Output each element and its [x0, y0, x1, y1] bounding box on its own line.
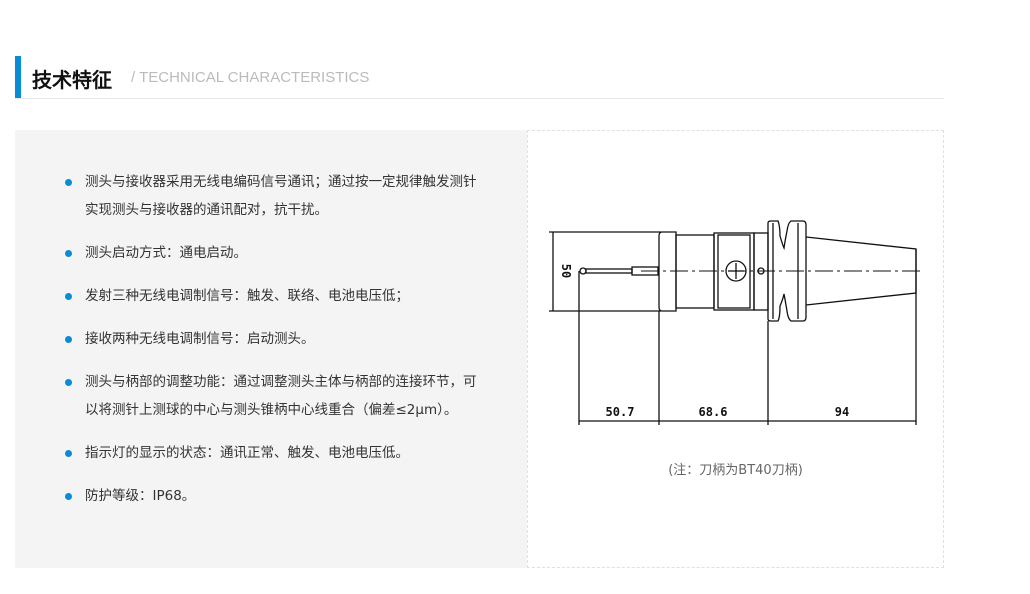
feature-text: 发射三种无线电调制信号：触发、联络、电池电压低；: [85, 288, 409, 304]
dim-label-3: 94: [835, 405, 849, 419]
accent-bar: [15, 56, 21, 98]
drawing-caption: (注：刀柄为BT40刀柄): [668, 463, 803, 478]
list-item: 测头启动方式：通电启动。: [65, 239, 480, 267]
list-item: 发射三种无线电调制信号：触发、联络、电池电压低；: [65, 282, 480, 310]
list-item: 测头与柄部的调整功能：通过调整测头主体与柄部的连接环节，可以将测针上测球的中心与…: [65, 368, 480, 424]
list-item: 接收两种无线电调制信号：启动测头。: [65, 325, 480, 353]
feature-list: 测头与接收器采用无线电编码信号通讯；通过按一定规律触发测针实现测头与接收器的通讯…: [65, 168, 480, 525]
diameter-label: 50: [559, 264, 573, 278]
bullet-icon: [65, 293, 72, 300]
probe-cap: [658, 231, 677, 312]
feature-text: 测头与接收器采用无线电编码信号通讯；通过按一定规律触发测针实现测头与接收器的通讯…: [85, 174, 477, 218]
bullet-icon: [65, 336, 72, 343]
list-item: 防护等级：IP68。: [65, 482, 480, 510]
bullet-icon: [65, 493, 72, 500]
stylus-shaft: [585, 268, 633, 274]
list-item: 指示灯的显示的状态：通讯正常、触发、电池电压低。: [65, 439, 480, 467]
feature-text: 接收两种无线电调制信号：启动测头。: [85, 331, 315, 347]
drawing-panel: 50.7 68.6 94 50 (注：刀柄为BT40刀柄): [527, 130, 944, 568]
stylus-ball: [579, 267, 587, 275]
feature-text: 测头与柄部的调整功能：通过调整测头主体与柄部的连接环节，可以将测针上测球的中心与…: [85, 374, 477, 418]
bullet-icon: [65, 179, 72, 186]
probe-drawing: 50.7 68.6 94 50: [549, 220, 923, 425]
list-item: 测头与接收器采用无线电编码信号通讯；通过按一定规律触发测针实现测头与接收器的通讯…: [65, 168, 480, 224]
dim-label-1: 50.7: [606, 405, 635, 419]
section-subtitle: / TECHNICAL CHARACTERISTICS: [131, 69, 370, 86]
bullet-icon: [65, 379, 72, 386]
features-panel: 测头与接收器采用无线电编码信号通讯；通过按一定规律触发测针实现测头与接收器的通讯…: [15, 130, 527, 568]
section-title: 技术特征: [32, 68, 112, 92]
section-header: 技术特征 / TECHNICAL CHARACTERISTICS: [15, 56, 944, 99]
feature-text: 防护等级：IP68。: [85, 488, 196, 504]
adjust-screw: [725, 260, 747, 282]
bullet-icon: [65, 250, 72, 257]
bullet-icon: [65, 450, 72, 457]
feature-text: 测头启动方式：通电启动。: [85, 245, 247, 261]
feature-text: 指示灯的显示的状态：通讯正常、触发、电池电压低。: [85, 445, 409, 461]
dim-label-2: 68.6: [699, 405, 728, 419]
flange: [767, 220, 807, 322]
